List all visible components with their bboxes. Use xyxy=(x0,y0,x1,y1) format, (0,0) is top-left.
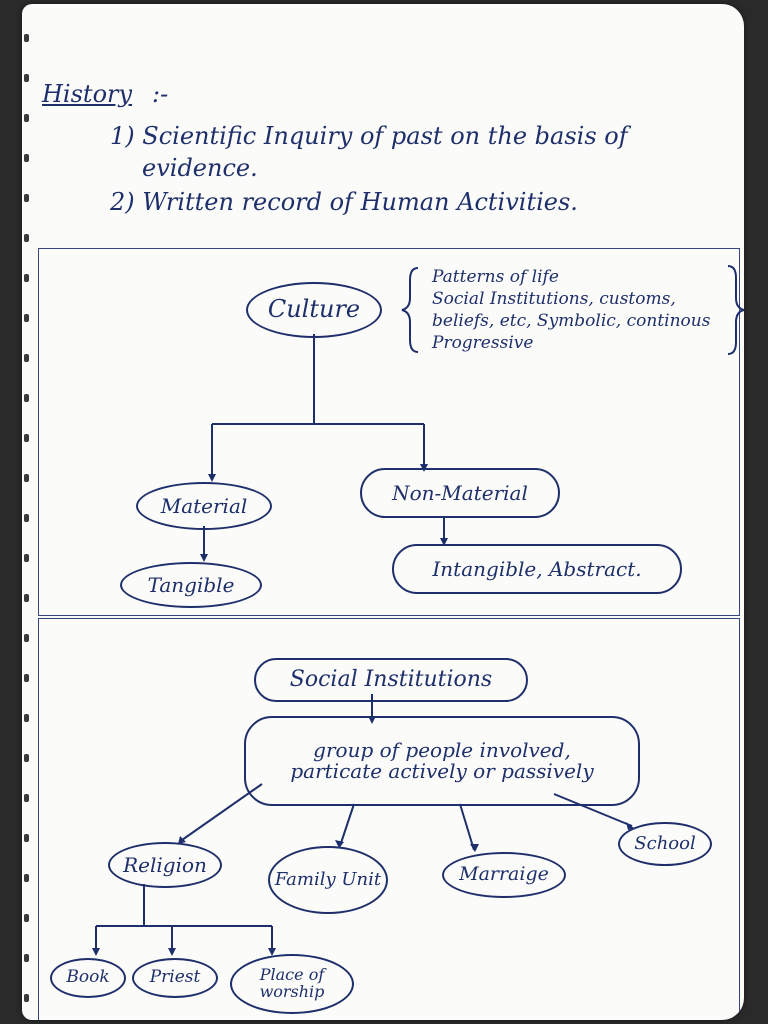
social-diagram-frame xyxy=(38,618,740,1020)
material-node: Material xyxy=(136,482,272,530)
definition-line-1: group of people involved, xyxy=(313,738,571,762)
culture-description: Patterns of life Social Institutions, cu… xyxy=(432,266,744,354)
place-of-worship-node: Place of worship xyxy=(230,954,354,1014)
priest-node: Priest xyxy=(132,958,218,998)
culture-desc-line-3: beliefs, etc, Symbolic, continous xyxy=(432,311,711,331)
book-node: Book xyxy=(50,958,126,998)
culture-desc-line-4: Progressive xyxy=(432,333,534,353)
non-material-node: Non-Material xyxy=(360,468,560,518)
school-node: School xyxy=(618,822,712,866)
culture-node: Culture xyxy=(246,282,382,338)
marraige-node: Marraige xyxy=(442,852,566,898)
social-institutions-node: Social Institutions xyxy=(254,658,528,702)
history-point-1-cont: evidence. xyxy=(142,154,258,182)
tangible-node: Tangible xyxy=(120,562,262,608)
culture-diagram-frame xyxy=(38,248,740,616)
definition-node: group of people involved, particate acti… xyxy=(244,716,640,806)
religion-node: Religion xyxy=(108,842,222,888)
intangible-node: Intangible, Abstract. xyxy=(392,544,682,594)
history-heading: History xyxy=(42,80,133,108)
culture-desc-line-1: Patterns of life xyxy=(432,267,559,287)
binding-holes xyxy=(24,34,32,1014)
history-separator: :- xyxy=(152,80,169,108)
definition-line-2: particate actively or passively xyxy=(290,759,594,783)
family-unit-node: Family Unit xyxy=(268,846,388,914)
history-point-2: 2) Written record of Human Activities. xyxy=(110,188,578,216)
culture-desc-line-2: Social Institutions, customs, xyxy=(432,289,676,309)
history-point-1: 1) Scientific Inquiry of past on the bas… xyxy=(110,122,628,150)
notebook-page: History :- 1) Scientific Inquiry of past… xyxy=(22,4,744,1020)
